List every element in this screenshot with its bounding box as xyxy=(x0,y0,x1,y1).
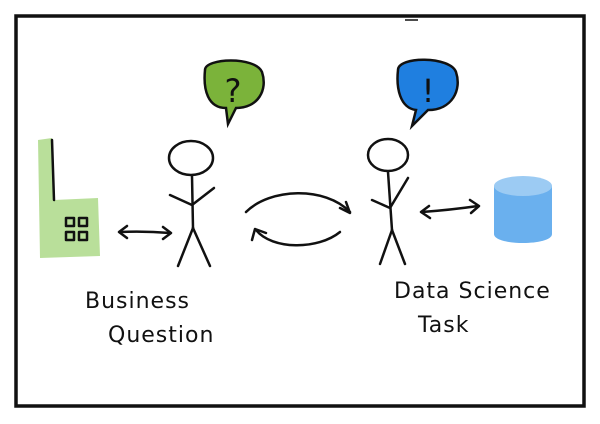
datascience-label-line2: Task xyxy=(417,313,469,338)
idea-speech-bubble: ! xyxy=(396,58,459,131)
factory-icon xyxy=(38,138,100,258)
panel-frame xyxy=(14,14,586,408)
exchange-arrows-icon xyxy=(244,192,352,247)
factory-person-arrow xyxy=(117,224,173,241)
business-label-line1: Business xyxy=(85,289,190,314)
data-scientist-figure xyxy=(366,137,410,266)
database-icon xyxy=(494,176,552,243)
business-question-label: Business Question xyxy=(85,289,214,348)
business-label-line2: Question xyxy=(108,323,214,348)
exclamation-mark: ! xyxy=(422,72,435,110)
data-science-task-label: Data Science Task xyxy=(394,279,551,338)
question-mark: ? xyxy=(225,72,242,110)
question-speech-bubble: ? xyxy=(203,59,265,129)
person-database-arrow xyxy=(419,198,481,220)
business-person-figure xyxy=(167,139,216,268)
datascience-label-line1: Data Science xyxy=(394,279,551,304)
